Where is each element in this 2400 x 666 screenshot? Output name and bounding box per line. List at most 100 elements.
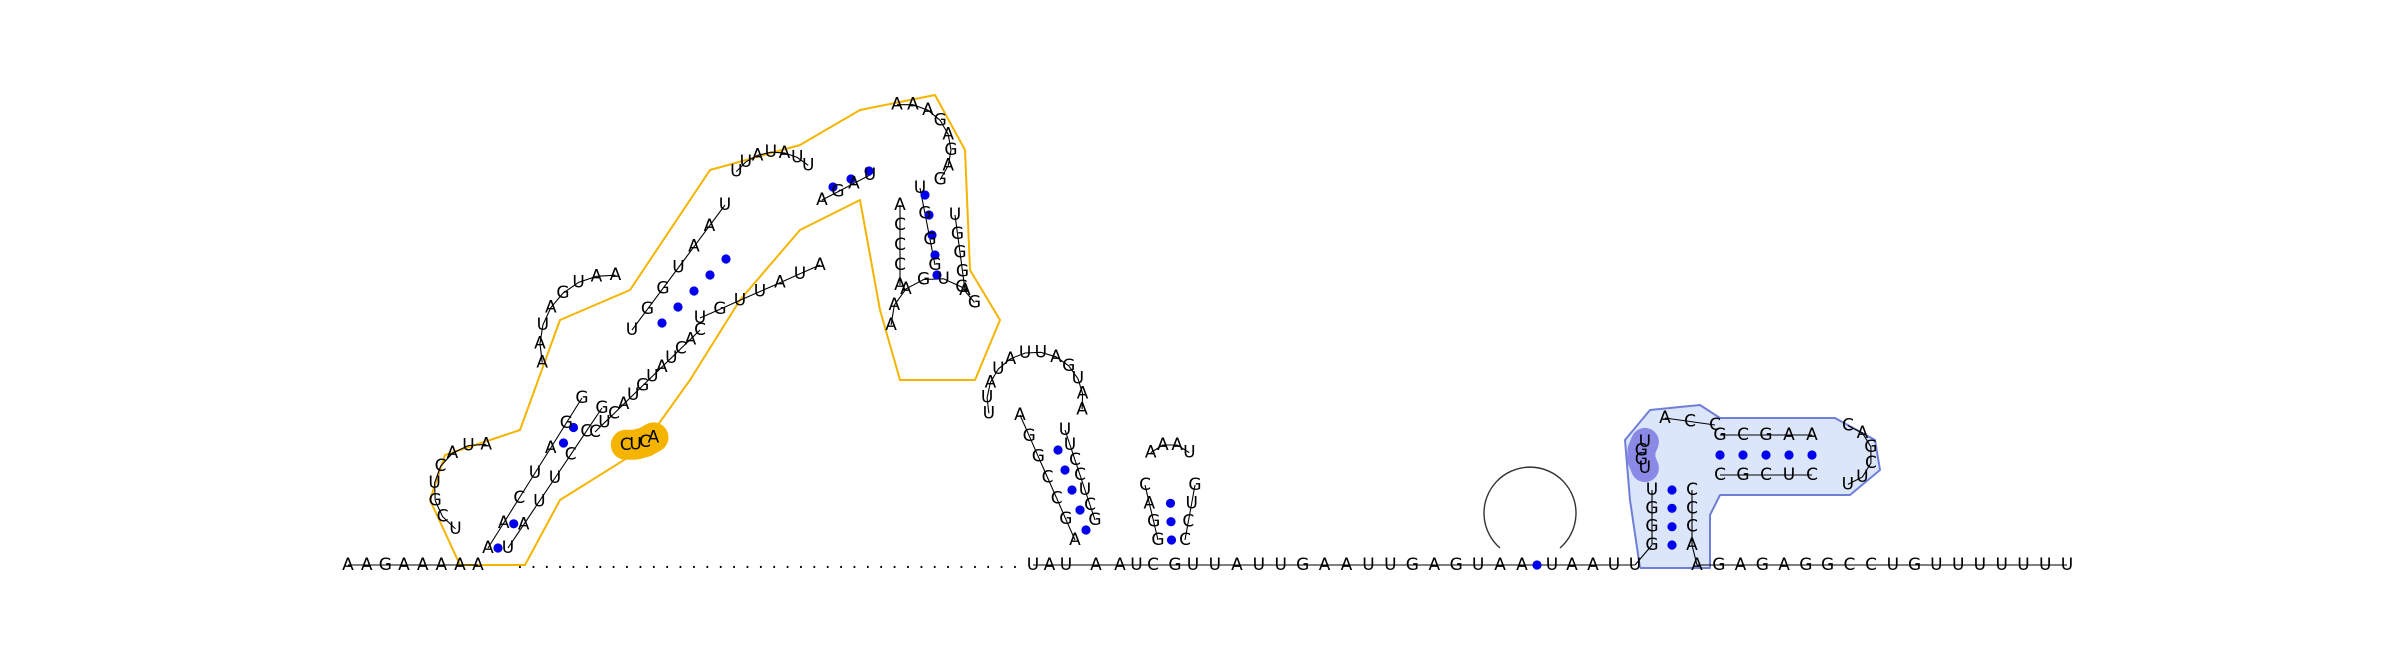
three-prime-tail-nt-12: U (1952, 555, 1964, 575)
three-prime-tail-nt-5: G (1799, 555, 1812, 575)
pre-hairpin-nt-0: A (1566, 555, 1578, 575)
orange-stem1-upper-pair-0 (568, 422, 579, 433)
gap-spacer-26: . (865, 553, 870, 573)
orange-upper-left-nt-2: G (656, 278, 669, 298)
blue-stem-right-nt-2: C (1686, 498, 1698, 518)
five-prime-tail-nt-3: A (398, 555, 410, 575)
gap-spacer-32: . (945, 553, 950, 573)
h2-stem-right-nt-5: U (1064, 435, 1076, 455)
orange-upper-loop-nt-3: U (765, 142, 777, 162)
h2-stem-pair-3 (1060, 465, 1070, 475)
gap-spacer-29: . (905, 553, 910, 573)
orange-arm-left-nt-1: G (831, 182, 844, 202)
gap-spacer-18: . (758, 553, 763, 573)
orange-mid-pair-0 (657, 318, 667, 328)
h2-stem-pair-1 (1075, 505, 1085, 515)
three-prime-tail-nt-6: G (1821, 555, 1834, 575)
blue-stem-left-nt-2: G (1645, 498, 1658, 518)
blue-bottom-pair-nt-4: C (1806, 465, 1818, 485)
five-prime-tail-nt-2: G (379, 555, 392, 575)
linker-nt-15: A (1516, 555, 1528, 575)
gap-spacer-22: . (812, 553, 817, 573)
orange-mid-pair-1 (673, 302, 683, 312)
orange-stem1-left-nt-3: U (529, 463, 541, 483)
orange-upper-left-nt-3: U (672, 258, 684, 278)
orange-stem1-upper-pair-1 (558, 438, 569, 448)
blue-hairpin-loop-nt-3: C (1865, 453, 1877, 473)
pre-hairpin-nt-1: A (1587, 555, 1599, 575)
gap-spacer-10: . (651, 553, 656, 573)
orange-upper-right-nt-5: U (794, 264, 806, 284)
h2-stem-left-nt-1: G (1059, 509, 1072, 529)
blue-top-pair-nt-4: A (1806, 425, 1818, 445)
h2-stem-left-nt-0: A (1069, 530, 1081, 550)
orange-bottom-loop-nt-3: G (917, 270, 930, 290)
gap-spacer-31: . (932, 553, 937, 573)
orange-mid-right-nt-6: U (646, 366, 658, 386)
h2-stem-pair-4 (1053, 445, 1063, 455)
orange-mid-left-nt-2: U (537, 315, 549, 335)
h2-loop-nt-8: G (1062, 356, 1075, 376)
h3-stem-right-backbone (1184, 484, 1196, 541)
orange-arm-pair-2 (864, 166, 874, 176)
orange-upper-right-nt-4: A (774, 273, 786, 293)
linker-nt-14: A (1494, 555, 1506, 575)
gap-spacer-11: . (664, 553, 669, 573)
h2-loop-nt-7: A (1050, 347, 1062, 367)
linker-nt-10: G (1406, 555, 1419, 575)
h3-stem-right-nt-3: G (1188, 475, 1201, 495)
blue-top-left-backbone (1664, 417, 1716, 426)
blue-stem-pair-3 (1667, 485, 1677, 495)
gap-spacer-16: . (731, 553, 736, 573)
h2-stem-left-nt-5: G (1023, 426, 1036, 446)
blue-violet-blob (1627, 427, 1659, 483)
linker-nt-6: A (1319, 555, 1331, 575)
orange-highlight-nt-1: C (639, 432, 651, 452)
gap-spacer-20: . (785, 553, 790, 573)
linker-nt-7: A (1341, 555, 1353, 575)
bb-connector-5 (1634, 544, 1653, 566)
h3-stem-left-nt-0: G (1151, 530, 1164, 550)
loop-anchor-pair-0 (1532, 560, 1542, 570)
gap-spacer-25: . (852, 553, 857, 573)
orange-mid-pair-3 (705, 270, 715, 280)
orange-top-loop-nt-5: G (944, 140, 957, 160)
gap-spacer-4: . (571, 553, 576, 573)
orange-top-loop-nt-1: A (907, 95, 919, 115)
blue-hairpin-loop-nt-5: U (1842, 474, 1854, 494)
bg-layer (610, 422, 1659, 483)
h2-loop-nt-4: A (1005, 349, 1017, 369)
orange-down-right-nt-0: U (949, 205, 961, 225)
orange-arm-left-nt-3: U (864, 165, 876, 185)
gap-spacer-36: . (999, 553, 1004, 573)
blue-top-pair-nt-1: C (1737, 425, 1749, 445)
h2-loop-nt-1: U (981, 388, 993, 408)
orange-loop1-nt-4: C (435, 456, 447, 476)
linker-nt-8: U (1362, 555, 1374, 575)
orange-mid-right-nt-4: U (627, 385, 639, 405)
linker-nt-1: U (1209, 555, 1221, 575)
h2-loop-nt-10: A (1077, 384, 1089, 404)
orange-arm-right-nt-1: G (918, 204, 931, 224)
three-prime-tail-nt-10: G (1908, 555, 1921, 575)
blue-top-left-nt-0: A (1659, 408, 1671, 428)
h2-left-nt-0: U (1027, 555, 1039, 575)
h2-loop-nt-11: A (1076, 399, 1088, 419)
three-prime-tail-nt-4: A (1778, 555, 1790, 575)
orange-top-loop-nt-4: A (942, 124, 954, 144)
three-prime-tail-nt-2: A (1735, 555, 1747, 575)
h3-loop-backbone (1150, 444, 1190, 454)
orange-down-right-nt-4: A (959, 280, 971, 300)
pre-hairpin-nt-2: U (1608, 555, 1620, 575)
orange-upper-loop-nt-1: U (740, 152, 752, 172)
h1-left-stem-nt-0: A (472, 555, 484, 575)
blue-stem-pair-1 (1667, 522, 1677, 532)
five-prime-tail-nt-1: A (361, 555, 373, 575)
three-prime-tail-nt-3: G (1756, 555, 1769, 575)
three-prime-tail-nt-7: C (1843, 555, 1855, 575)
h2-left-nt-1: A (1044, 555, 1056, 575)
h3-stem-pair-2 (1165, 498, 1176, 508)
halo-layer (429, 94, 1881, 569)
gap-spacer-33: . (959, 553, 964, 573)
